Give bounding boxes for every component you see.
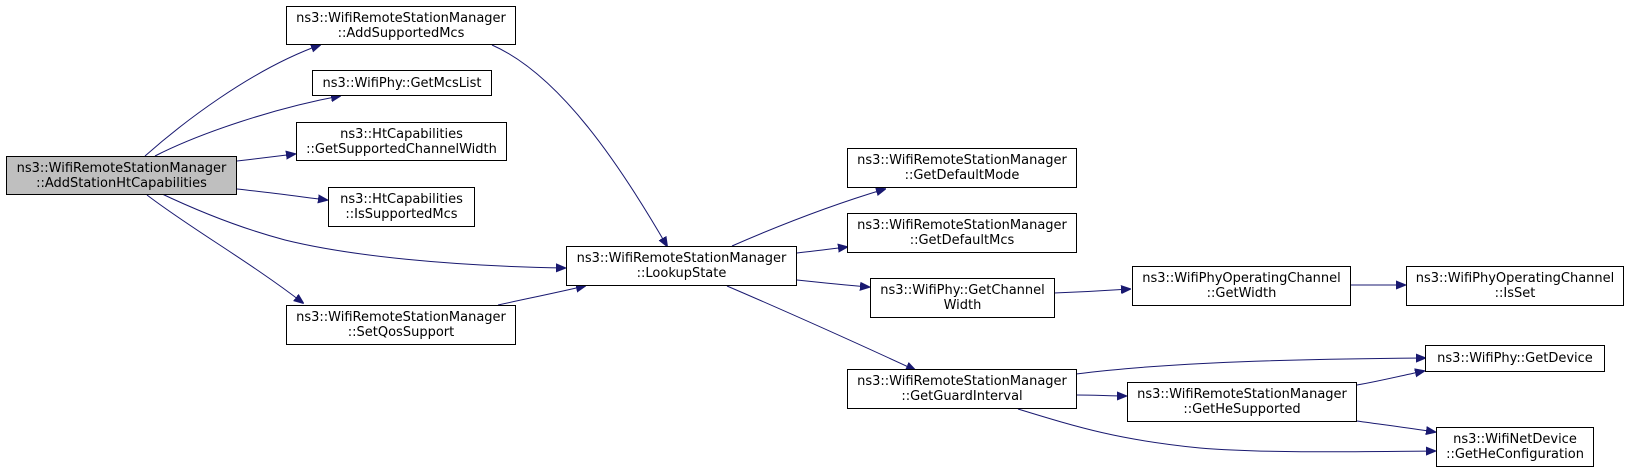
node-label-line1: ns3::WifiRemoteStationManager [576, 251, 787, 266]
node-get-channel-width[interactable]: ns3::WifiPhy::GetChannel Width [870, 278, 1055, 318]
edge-lookup-state-to-get-default-mode [731, 189, 885, 247]
edge-root-to-get-mcs-list [154, 96, 340, 157]
node-label-line1: ns3::WifiPhy::GetDevice [1437, 351, 1593, 366]
edge-get-guard-interval-to-get-he-supported [1075, 395, 1126, 396]
node-label-line1: ns3::WifiRemoteStationManager [857, 153, 1067, 168]
node-get-mcs-list[interactable]: ns3::WifiPhy::GetMcsList [312, 70, 492, 96]
node-label-line2: ::GetDefaultMcs [909, 233, 1015, 248]
node-set-qos-support[interactable]: ns3::WifiRemoteStationManager ::SetQosSu… [286, 305, 516, 345]
node-label-line1: ns3::WifiPhy::GetChannel [880, 283, 1045, 298]
node-get-he-configuration[interactable]: ns3::WifiNetDevice ::GetHeConfiguration [1436, 427, 1594, 467]
edge-root-to-add-supported-mcs [144, 45, 320, 157]
node-label-line2: ::GetDefaultMode [904, 168, 1020, 183]
edge-get-guard-interval-to-get-he-configuration [1017, 408, 1435, 452]
edge-get-channel-width-to-get-width [1053, 289, 1130, 293]
edge-lookup-state-to-get-default-mcs [796, 247, 847, 254]
node-get-default-mode[interactable]: ns3::WifiRemoteStationManager ::GetDefau… [847, 148, 1077, 188]
edge-add-supported-mcs-to-lookup-state [491, 44, 667, 246]
node-label-line1: ns3::WifiRemoteStationManager [296, 310, 506, 325]
edge-get-he-supported-to-get-device [1356, 371, 1424, 386]
node-label-line1: ns3::WifiPhyOperatingChannel [1142, 271, 1341, 286]
node-label-line2: ::GetHeConfiguration [1446, 447, 1584, 462]
node-get-device[interactable]: ns3::WifiPhy::GetDevice [1425, 345, 1605, 372]
edge-set-qos-support-to-lookup-state [497, 286, 585, 306]
node-label-line1: ns3::WifiRemoteStationManager [857, 374, 1067, 389]
node-label-line1: ns3::WifiPhy::GetMcsList [322, 75, 482, 91]
edge-lookup-state-to-get-guard-interval [726, 285, 915, 370]
node-label-line2: ::GetHeSupported [1183, 402, 1301, 417]
edge-get-guard-interval-to-get-device [1075, 358, 1425, 375]
edge-root-to-is-supported-mcs [236, 188, 327, 200]
node-label-line2: ::GetGuardInterval [901, 389, 1023, 404]
node-is-set[interactable]: ns3::WifiPhyOperatingChannel ::IsSet [1406, 266, 1624, 306]
node-lookup-state[interactable]: ns3::WifiRemoteStationManager ::LookupSt… [566, 246, 797, 286]
node-label-line1: ns3::WifiRemoteStationManager [1137, 387, 1347, 402]
node-label-line2: ::IsSet [1494, 286, 1536, 301]
node-get-he-supported[interactable]: ns3::WifiRemoteStationManager ::GetHeSup… [1127, 382, 1357, 422]
node-label-line1: ns3::HtCapabilities [340, 126, 463, 142]
node-get-default-mcs[interactable]: ns3::WifiRemoteStationManager ::GetDefau… [847, 213, 1077, 253]
node-label-line2: ::GetWidth [1206, 286, 1277, 301]
node-label-line2: ::AddSupportedMcs [337, 25, 465, 41]
node-get-supported-channel-width[interactable]: ns3::HtCapabilities ::GetSupportedChanne… [296, 122, 507, 161]
edge-get-he-supported-to-get-he-configuration [1356, 420, 1435, 432]
node-label-line2: ::LookupState [636, 266, 727, 281]
node-label-line2: ::IsSupportedMcs [345, 207, 458, 222]
edge-root-to-get-supported-channel-width [236, 154, 295, 162]
node-get-width[interactable]: ns3::WifiPhyOperatingChannel ::GetWidth [1132, 266, 1351, 306]
node-label-line1: ns3::HtCapabilities [340, 192, 463, 207]
node-label-line2: ::AddStationHtCapabilities [36, 175, 207, 191]
node-label-line1: ns3::WifiRemoteStationManager [296, 10, 506, 26]
node-label-line2: ::GetSupportedChannelWidth [306, 141, 497, 157]
node-label-line1: ns3::WifiNetDevice [1453, 432, 1577, 447]
node-add-supported-mcs[interactable]: ns3::WifiRemoteStationManager ::AddSuppo… [286, 6, 516, 45]
node-get-guard-interval[interactable]: ns3::WifiRemoteStationManager ::GetGuard… [847, 369, 1077, 409]
edge-root-to-set-qos-support [146, 194, 303, 303]
edge-lookup-state-to-get-channel-width [796, 279, 869, 287]
node-label-line1: ns3::WifiPhyOperatingChannel [1415, 271, 1615, 286]
node-is-supported-mcs[interactable]: ns3::HtCapabilities ::IsSupportedMcs [328, 187, 475, 227]
node-label-line1: ns3::WifiRemoteStationManager [16, 160, 227, 176]
node-label-line2: Width [943, 298, 982, 313]
node-add-station-ht-capabilities: ns3::WifiRemoteStationManager ::AddStati… [6, 156, 237, 195]
edge-root-to-lookup-state [159, 192, 565, 268]
node-label-line2: ::SetQosSupport [347, 325, 455, 340]
node-label-line1: ns3::WifiRemoteStationManager [857, 218, 1067, 233]
